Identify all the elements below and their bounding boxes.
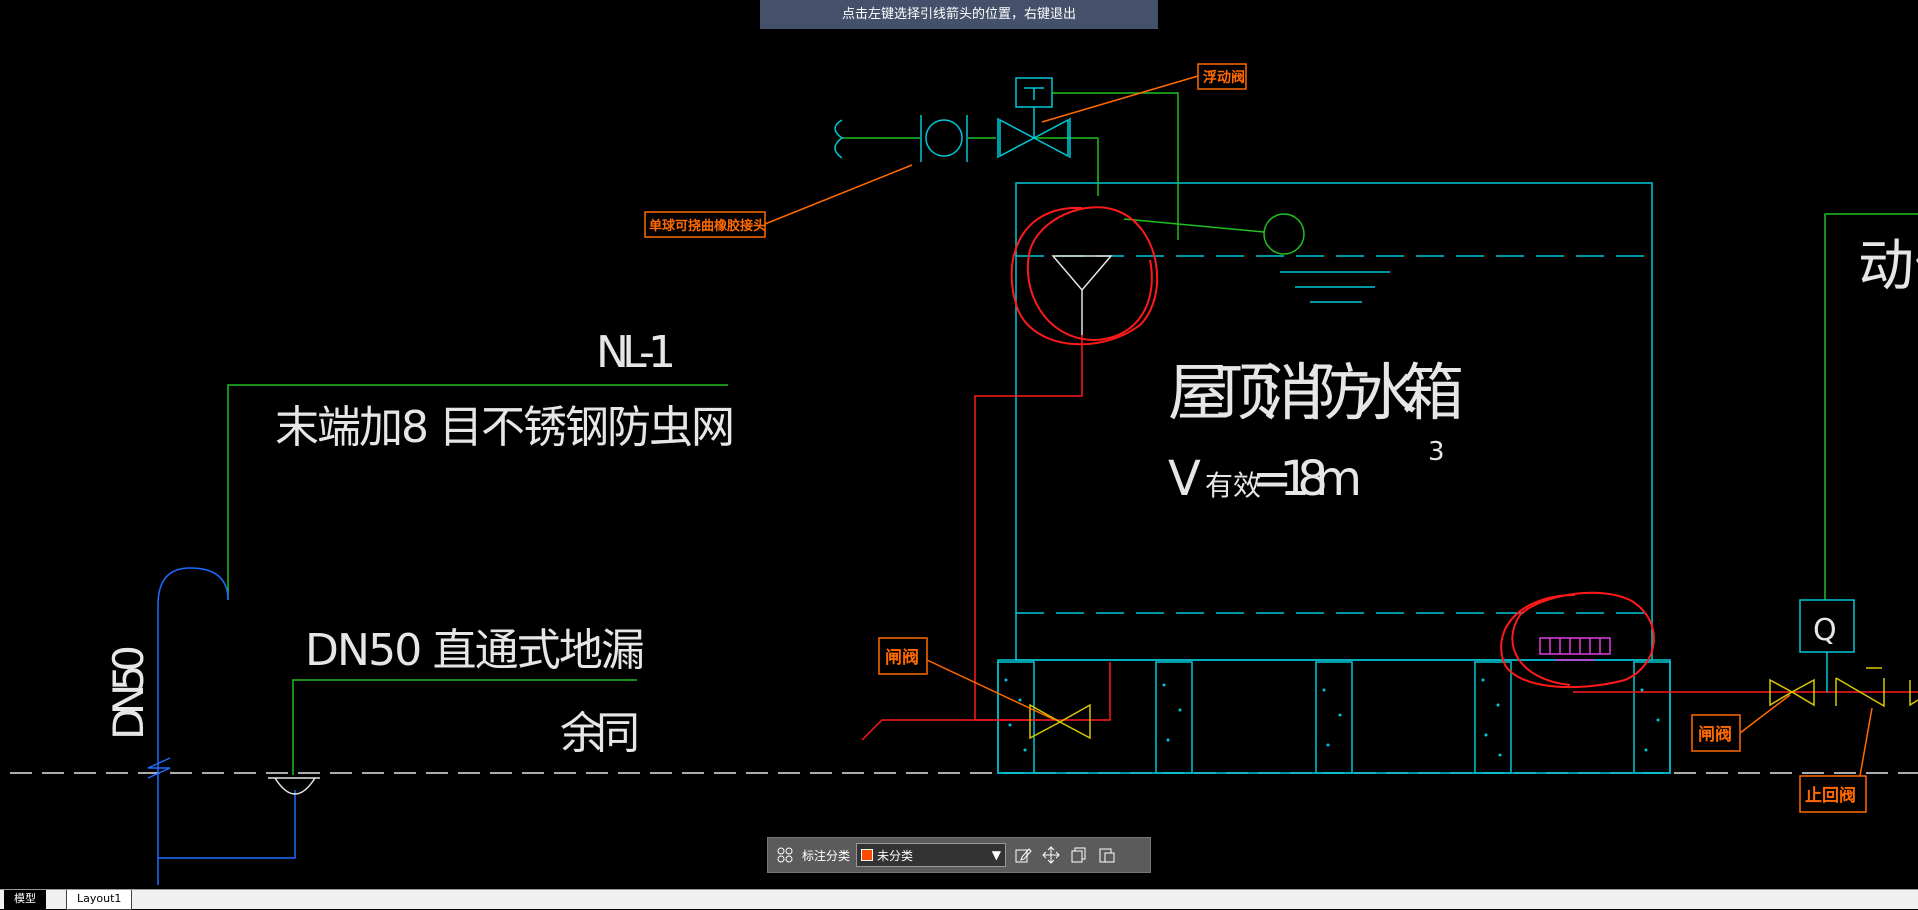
paste-icon[interactable] bbox=[1096, 844, 1118, 866]
tank-title: 屋顶消防水箱 bbox=[1168, 356, 1464, 429]
break-symbol bbox=[147, 757, 171, 779]
note-nl1: NL-1 bbox=[596, 327, 676, 378]
drain-pipe-blue bbox=[158, 790, 296, 859]
grid-icon[interactable] bbox=[774, 844, 796, 866]
vent-pipe-green bbox=[227, 384, 728, 600]
tank-volume-sub: 有效 bbox=[1205, 469, 1261, 502]
svg-text:闸阀: 闸阀 bbox=[1698, 724, 1732, 745]
note-screen: 末端加8 目不锈钢防虫网 bbox=[275, 402, 735, 453]
markup-circle-funnel bbox=[1010, 206, 1159, 346]
tab-model[interactable]: 模型 bbox=[4, 890, 46, 909]
overflow-pipe-red bbox=[974, 335, 1111, 721]
note-pipe-size: DN50 bbox=[104, 645, 153, 740]
svg-text:闸阀: 闸阀 bbox=[885, 647, 919, 668]
annotation-toolbar: 标注分类 未分类 ▼ bbox=[767, 837, 1151, 873]
water-level-symbol bbox=[1280, 271, 1390, 303]
note-dn50-drain: DN50 直通式地漏 bbox=[305, 625, 645, 676]
tank-volume-exp: 3 bbox=[1428, 437, 1445, 467]
vent-pipe-blue bbox=[157, 567, 229, 885]
check-valve-outlet bbox=[1835, 667, 1918, 708]
chevron-down-icon: ▼ bbox=[991, 848, 1002, 862]
float-ball bbox=[1263, 213, 1305, 255]
q-box-label: Q bbox=[1813, 613, 1837, 648]
move-icon[interactable] bbox=[1040, 844, 1062, 866]
tank-volume-v: V bbox=[1168, 451, 1201, 507]
edit-icon[interactable] bbox=[1012, 844, 1034, 866]
inlet-pipe-end bbox=[834, 119, 844, 159]
category-value: 未分类 bbox=[877, 848, 914, 863]
layout-tab-bar: 模型 Layout1 bbox=[0, 889, 1918, 910]
tank-volume-value: =18m bbox=[1252, 451, 1362, 507]
callout-float-valve[interactable]: 浮动阀 bbox=[1041, 63, 1247, 123]
gate-valve-drain bbox=[1029, 703, 1091, 740]
markup-circle-outlet bbox=[1500, 591, 1655, 689]
category-select[interactable]: 未分类 ▼ bbox=[856, 843, 1007, 867]
outlet-anti-vortex-plate bbox=[1539, 637, 1611, 661]
floor-drain-symbol bbox=[268, 777, 320, 795]
float-arm bbox=[1123, 218, 1265, 233]
float-control-line bbox=[1052, 92, 1179, 240]
float-valve-symbol bbox=[997, 77, 1071, 158]
drain-pipe-red bbox=[861, 719, 1040, 741]
callout-flex-joint[interactable]: 单球可挠曲橡胶接头 bbox=[644, 164, 913, 238]
right-green-line bbox=[1824, 213, 1918, 600]
copy-icon[interactable] bbox=[1068, 844, 1090, 866]
concrete-piers bbox=[997, 661, 1671, 774]
flexible-joint-symbol bbox=[920, 115, 968, 162]
tab-layout1[interactable]: Layout1 bbox=[66, 890, 133, 910]
category-color-swatch bbox=[861, 849, 874, 861]
right-partial-text: 动作 bbox=[1858, 234, 1918, 299]
drain-leader-green bbox=[292, 679, 637, 775]
svg-text:单球可挠曲橡胶接头: 单球可挠曲橡胶接头 bbox=[649, 218, 766, 234]
gate-valve-outlet bbox=[1769, 678, 1815, 707]
callout-check-valve[interactable]: 止回阀 bbox=[1799, 707, 1873, 813]
svg-text:止回阀: 止回阀 bbox=[1805, 785, 1856, 806]
pier-hatch-dots bbox=[1004, 678, 1660, 757]
command-prompt-banner: 点击左键选择引线箭头的位置，右键退出 bbox=[760, 0, 1158, 29]
callout-gate-valve-left[interactable]: 闸阀 bbox=[878, 637, 1056, 721]
cad-drawing-canvas[interactable]: NL-1 末端加8 目不锈钢防虫网 DN50 直通式地漏 余同 DN50 屋顶消… bbox=[0, 0, 1918, 889]
callout-gate-valve-right[interactable]: 闸阀 bbox=[1691, 694, 1791, 752]
note-same-rest: 余同 bbox=[560, 708, 640, 759]
svg-text:浮动阀: 浮动阀 bbox=[1203, 69, 1245, 86]
overflow-funnel bbox=[1051, 255, 1113, 335]
toolbar-label: 标注分类 bbox=[802, 848, 851, 863]
